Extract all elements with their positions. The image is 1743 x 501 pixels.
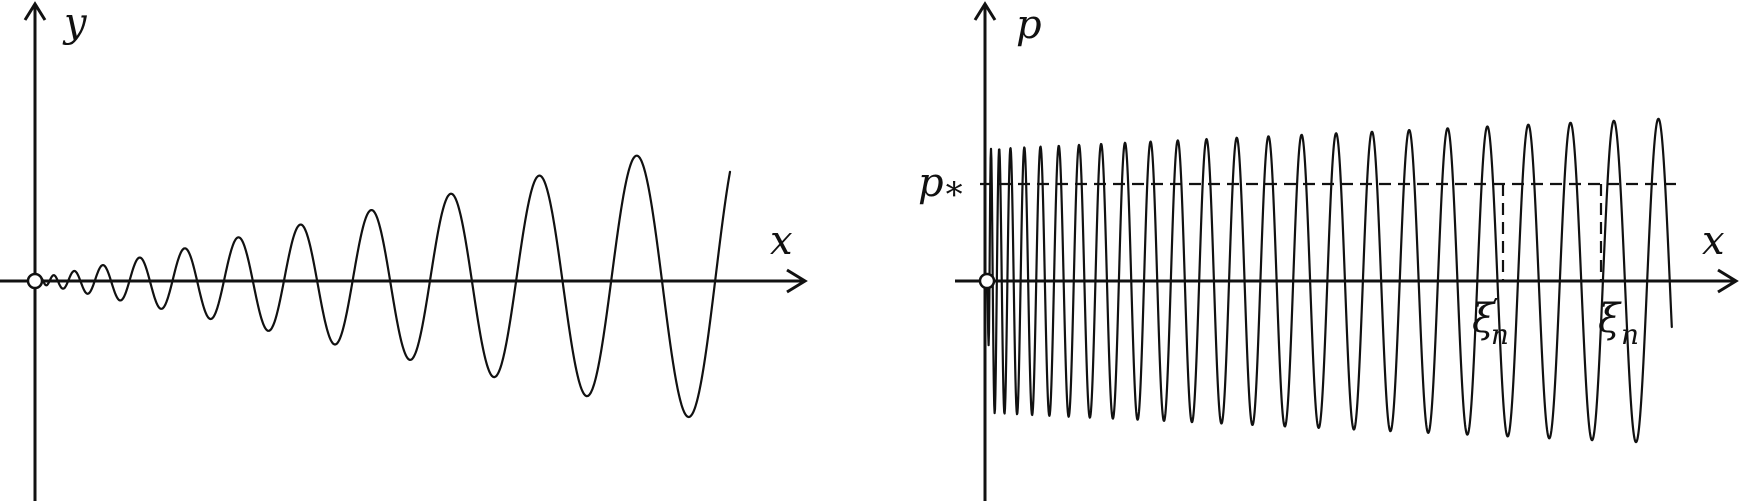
p-star-label: p* (918, 160, 963, 215)
left-x-axis-label: x (770, 218, 793, 264)
xi-prime-n-label: ξ′n (1472, 293, 1509, 351)
left-origin-marker (26, 272, 44, 290)
left-x-axis-arrowhead (786, 268, 808, 294)
xi-prime-subscript: n (1491, 318, 1509, 351)
right-origin-marker (978, 272, 996, 290)
right-x-axis-label: x (1702, 218, 1725, 264)
left-panel: y x (0, 0, 808, 501)
xi-subscript: n (1621, 318, 1639, 351)
right-panel: p x p* ξ′n ξn (918, 1, 1739, 501)
left-y-axis-label: y (62, 0, 88, 46)
right-oscillating-curve (985, 117, 1673, 444)
left-y-axis-arrowhead (23, 1, 47, 21)
right-p-axis-label: p (1016, 2, 1042, 48)
xi-n-label: ξn (1598, 296, 1639, 351)
right-p-axis-arrowhead (973, 1, 997, 21)
p-star-base: p (918, 160, 944, 206)
p-star-subscript: * (946, 175, 963, 215)
xi-prime-mark: ′ (1492, 293, 1499, 328)
xi-base: ξ (1598, 296, 1622, 342)
left-oscillating-curve (33, 154, 732, 419)
right-x-axis-arrowhead (1717, 268, 1739, 294)
xi-prime-base: ξ (1472, 296, 1496, 342)
